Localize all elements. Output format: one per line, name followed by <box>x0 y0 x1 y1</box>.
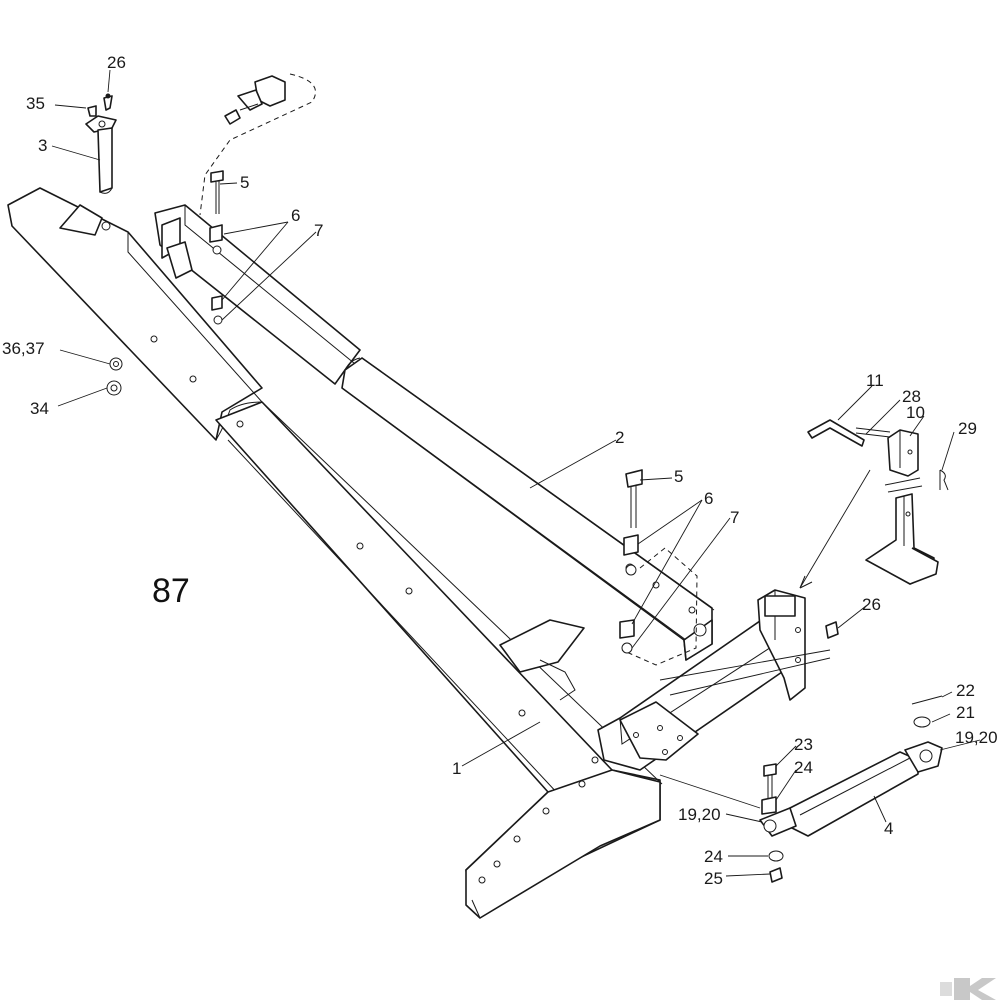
callout-2: 2 <box>615 428 624 447</box>
callout-22: 22 <box>956 681 975 700</box>
callout-6-upper: 6 <box>291 206 300 225</box>
callout-29: 29 <box>958 419 977 438</box>
callout-7-lower: 7 <box>730 508 739 527</box>
upper-bracket <box>199 73 316 216</box>
callout-25: 25 <box>704 869 723 888</box>
callout-24-upper: 24 <box>794 758 813 777</box>
beam-holes <box>101 221 599 884</box>
callout-28: 28 <box>902 387 921 406</box>
cross-member-bracket <box>597 469 871 809</box>
main-frame-beam <box>7 187 663 919</box>
page-number: 87 <box>152 572 190 610</box>
callout-7-upper: 7 <box>314 221 323 240</box>
callout-labels: 26 35 3 5 6 7 36,37 34 11 28 10 29 2 5 6… <box>2 53 998 888</box>
callout-3: 3 <box>38 136 47 155</box>
callout-5-lower: 5 <box>674 467 683 486</box>
callout-5-upper: 5 <box>240 173 249 192</box>
callout-34: 34 <box>30 399 49 418</box>
callout-35: 35 <box>26 94 45 113</box>
callout-4: 4 <box>884 819 893 838</box>
callout-10: 10 <box>906 403 925 422</box>
brand-logo-icon <box>940 978 996 1000</box>
callout-21: 21 <box>956 703 975 722</box>
pin-assembly <box>85 93 117 194</box>
callout-11: 11 <box>866 371 884 390</box>
callout-26-right: 26 <box>862 595 881 614</box>
bolt-set-upper <box>209 170 224 325</box>
callout-19-20-right: 19,20 <box>955 728 998 747</box>
leader-lines <box>51 69 981 877</box>
callout-26-top: 26 <box>107 53 126 72</box>
hydraulic-cylinder <box>759 621 943 883</box>
callout-36-37: 36,37 <box>2 339 45 358</box>
callout-19-20-left: 19,20 <box>678 805 721 824</box>
nut-set-left <box>106 357 123 396</box>
parking-stand <box>807 419 949 585</box>
callout-24-lower: 24 <box>704 847 723 866</box>
callout-6-lower: 6 <box>704 489 713 508</box>
callout-23: 23 <box>794 735 813 754</box>
bolt-set-lower <box>619 469 643 654</box>
callout-1: 1 <box>452 759 461 778</box>
